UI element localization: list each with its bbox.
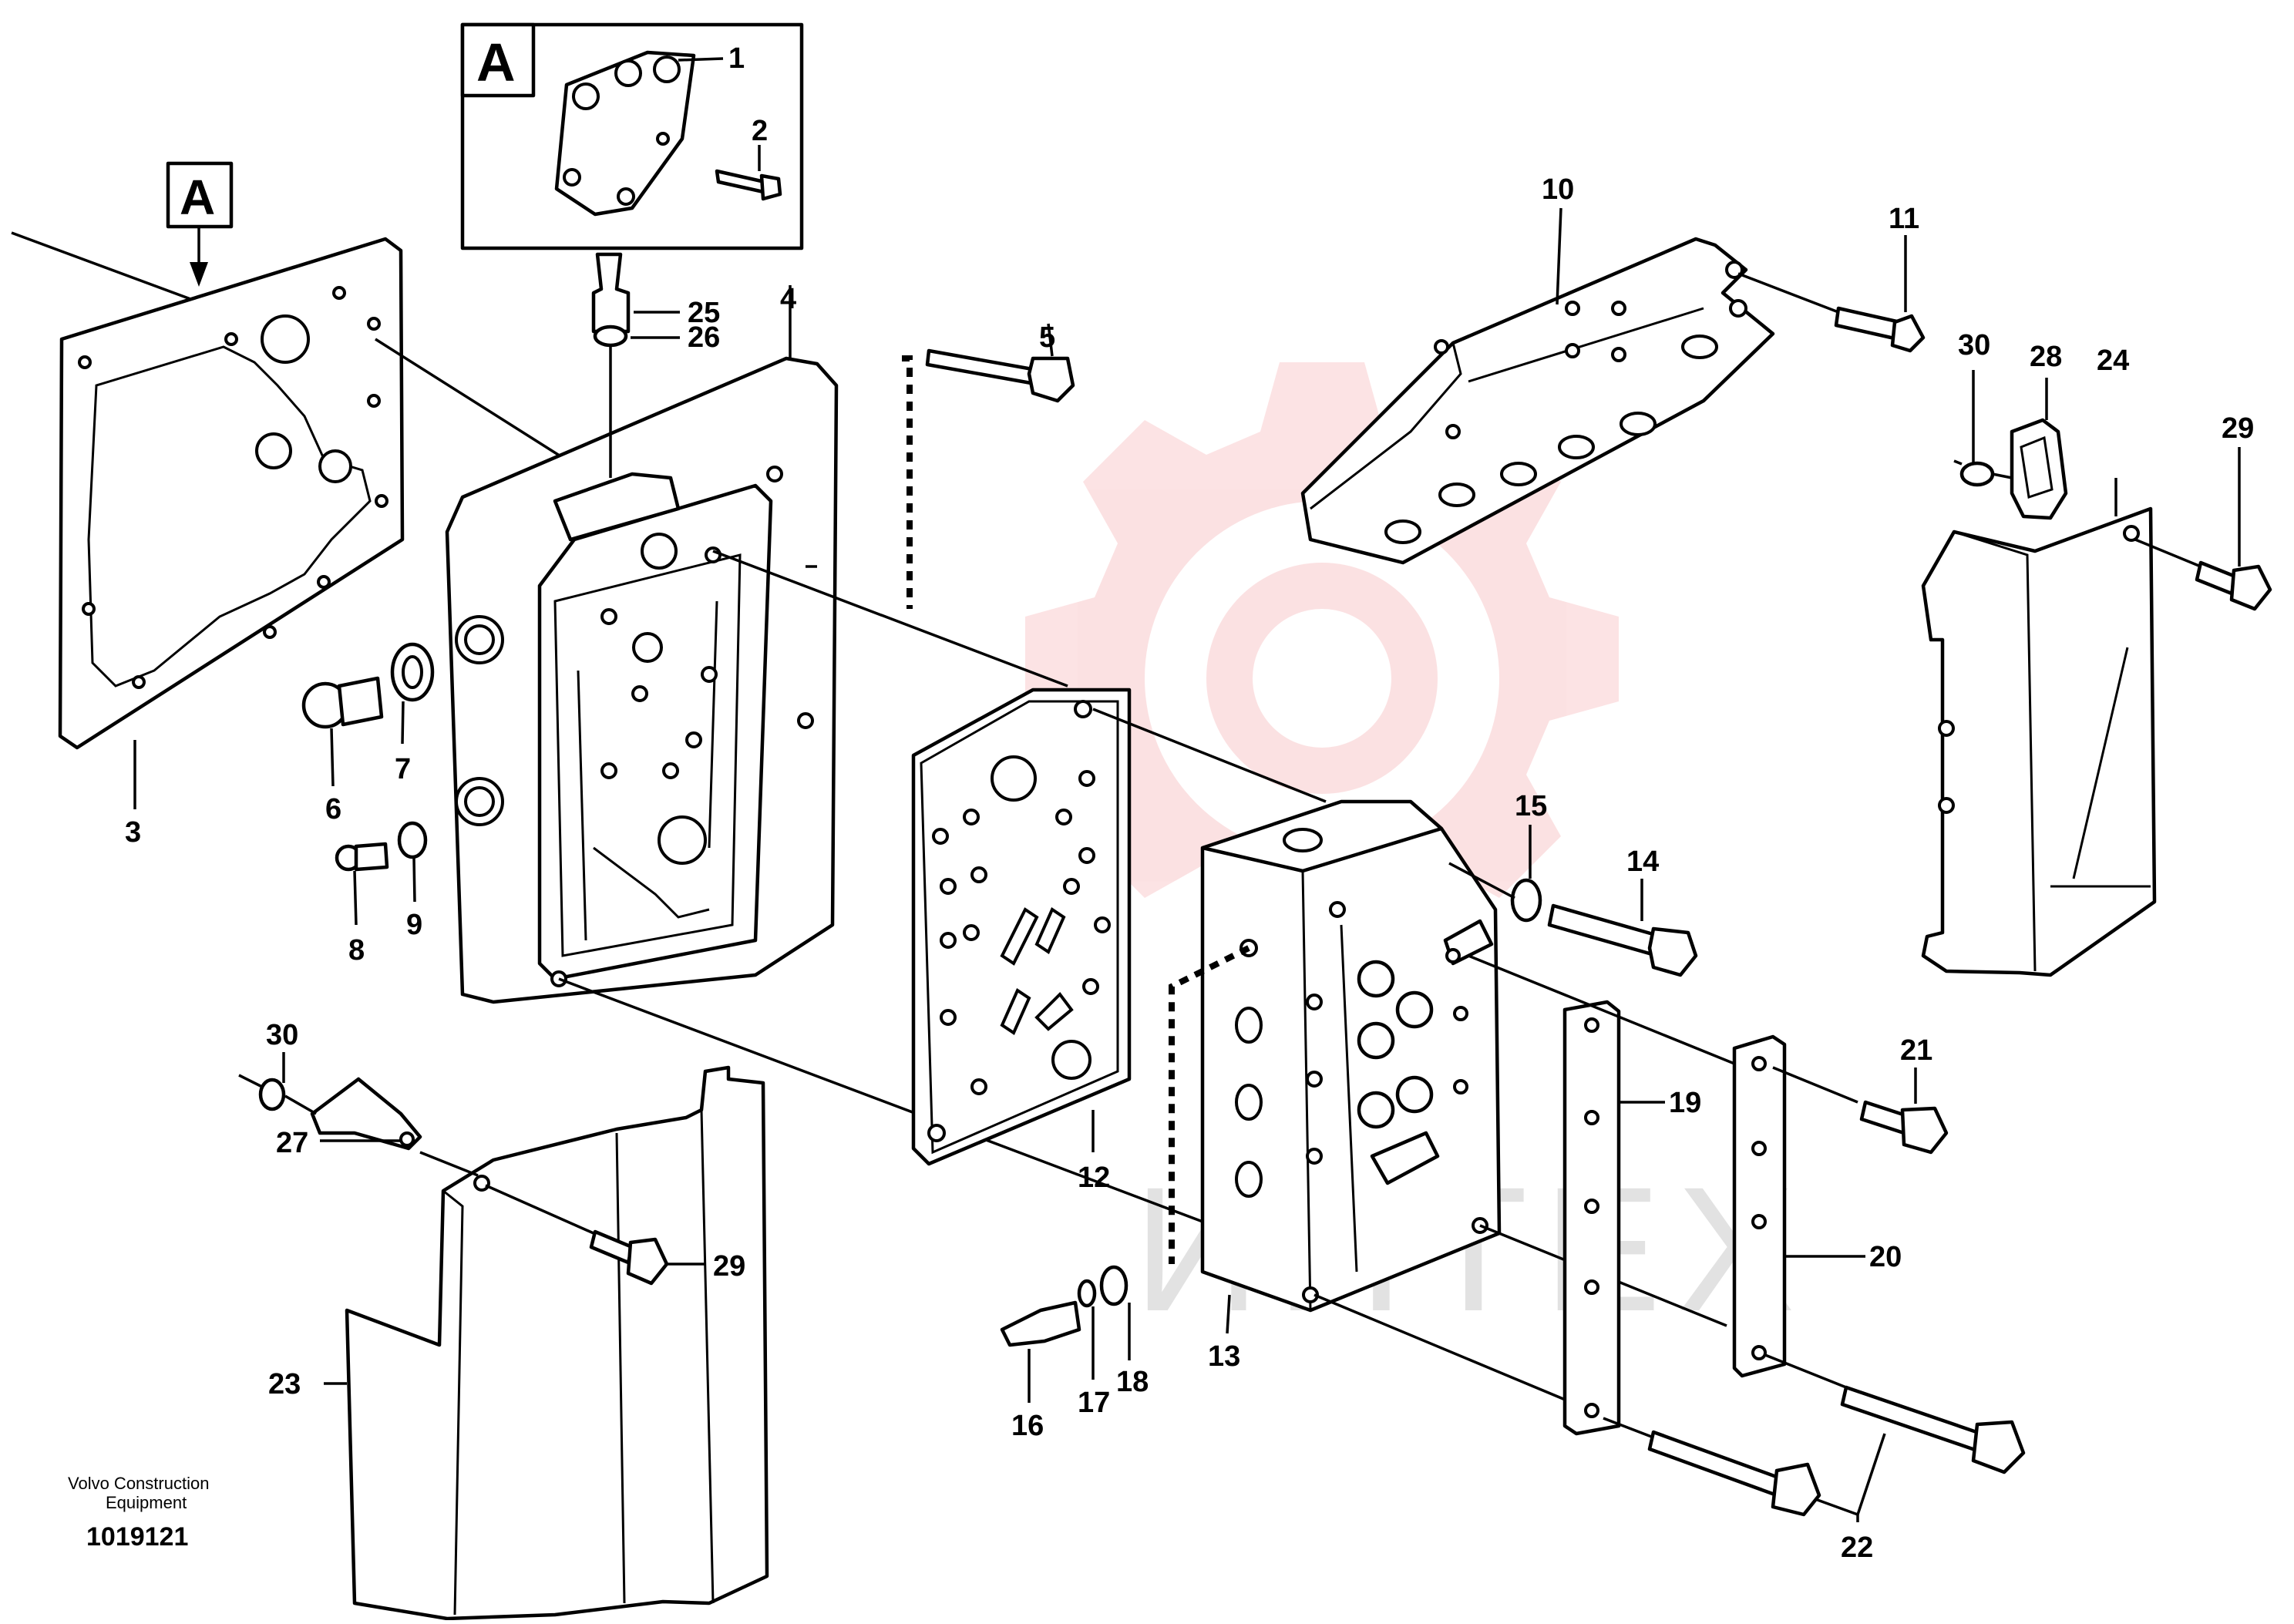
seal-part-9 xyxy=(397,821,428,903)
bolt-part-22 xyxy=(1603,1353,2026,1522)
callout-22: 22 xyxy=(1841,1532,1873,1564)
drawing-number: 1019121 xyxy=(86,1522,188,1552)
callout-27: 27 xyxy=(276,1127,308,1159)
callout-2: 2 xyxy=(752,115,768,147)
callout-7: 7 xyxy=(395,753,411,785)
callout-28: 28 xyxy=(2030,341,2062,373)
gasket-part-3 xyxy=(11,231,571,809)
bar-part-20 xyxy=(1468,954,1865,1378)
drawing-footer: Volvo Construction Equipment 1019121 xyxy=(68,1474,209,1552)
callout-3: 3 xyxy=(125,816,141,849)
callout-14: 14 xyxy=(1626,846,1659,878)
detail-pointer-a: A xyxy=(166,161,234,287)
bolt-part-29 xyxy=(2134,447,2272,611)
callout-30-left: 30 xyxy=(266,1019,298,1051)
separator-plate-part-12 xyxy=(911,688,1327,1166)
fitting-part-16 xyxy=(1000,1300,1081,1403)
callout-11: 11 xyxy=(1889,203,1919,235)
callout-12: 12 xyxy=(1078,1162,1110,1194)
clamp-part-28 xyxy=(2010,378,2068,520)
callout-26: 26 xyxy=(688,321,720,354)
callout-4: 4 xyxy=(780,283,796,315)
callout-labels: 1 2 3 4 5 6 7 8 9 10 11 12 13 14 15 16 1… xyxy=(125,42,2254,1564)
detail-view-a: A xyxy=(460,22,804,250)
bolt-part-14 xyxy=(1448,862,1698,977)
washer-part-26 xyxy=(593,324,680,478)
seal-part-18 xyxy=(1099,1265,1131,1360)
plug-part-8 xyxy=(335,842,389,926)
callout-8: 8 xyxy=(348,934,365,967)
callout-13: 13 xyxy=(1208,1340,1240,1373)
callout-29-left: 29 xyxy=(713,1250,745,1283)
callout-1: 1 xyxy=(728,42,745,75)
svg-text:A: A xyxy=(180,170,215,225)
callout-15: 15 xyxy=(1515,790,1547,822)
callout-6: 6 xyxy=(325,793,341,825)
detail-label-a: A xyxy=(476,32,516,92)
callout-23: 23 xyxy=(268,1368,301,1400)
valve-block-part-13 xyxy=(1169,799,1727,1404)
valve-housing-part-4 xyxy=(445,285,1234,1235)
clamp-part-27 xyxy=(310,1077,422,1151)
callout-20: 20 xyxy=(1869,1241,1902,1273)
callout-18: 18 xyxy=(1116,1366,1149,1398)
bolt-part-29-left xyxy=(419,1151,705,1286)
seal-part-17 xyxy=(1077,1279,1097,1380)
bolt-part-11 xyxy=(1737,235,1926,353)
callout-25: 25 xyxy=(688,297,720,329)
callout-17: 17 xyxy=(1078,1387,1110,1419)
bolt-part-21 xyxy=(1772,1066,1949,1155)
cover-part-23 xyxy=(324,1065,769,1621)
callout-21: 21 xyxy=(1900,1034,1932,1067)
callout-5: 5 xyxy=(1039,321,1055,354)
plug-part-6 xyxy=(301,676,384,787)
seal-part-7 xyxy=(390,642,435,745)
washer-part-30 xyxy=(1953,370,2013,487)
callout-16: 16 xyxy=(1011,1410,1044,1442)
callout-29: 29 xyxy=(2222,412,2254,445)
fitting-part-25 xyxy=(591,252,680,334)
callout-10: 10 xyxy=(1542,173,1574,206)
bracket-part-10 xyxy=(1300,207,1775,565)
company-name-line1: Volvo Construction xyxy=(68,1474,209,1493)
callout-19: 19 xyxy=(1669,1087,1701,1119)
callout-30: 30 xyxy=(1958,329,1990,361)
washer-part-15 xyxy=(1510,825,1542,923)
cover-part-24 xyxy=(1921,478,2157,977)
company-name-line2: Equipment xyxy=(106,1493,187,1512)
washer-part-30-left xyxy=(238,1052,317,1115)
bolt-part-5 xyxy=(902,323,1075,609)
callout-24: 24 xyxy=(2097,345,2129,377)
bar-part-19 xyxy=(1562,1000,1665,1436)
callout-9: 9 xyxy=(406,909,422,941)
